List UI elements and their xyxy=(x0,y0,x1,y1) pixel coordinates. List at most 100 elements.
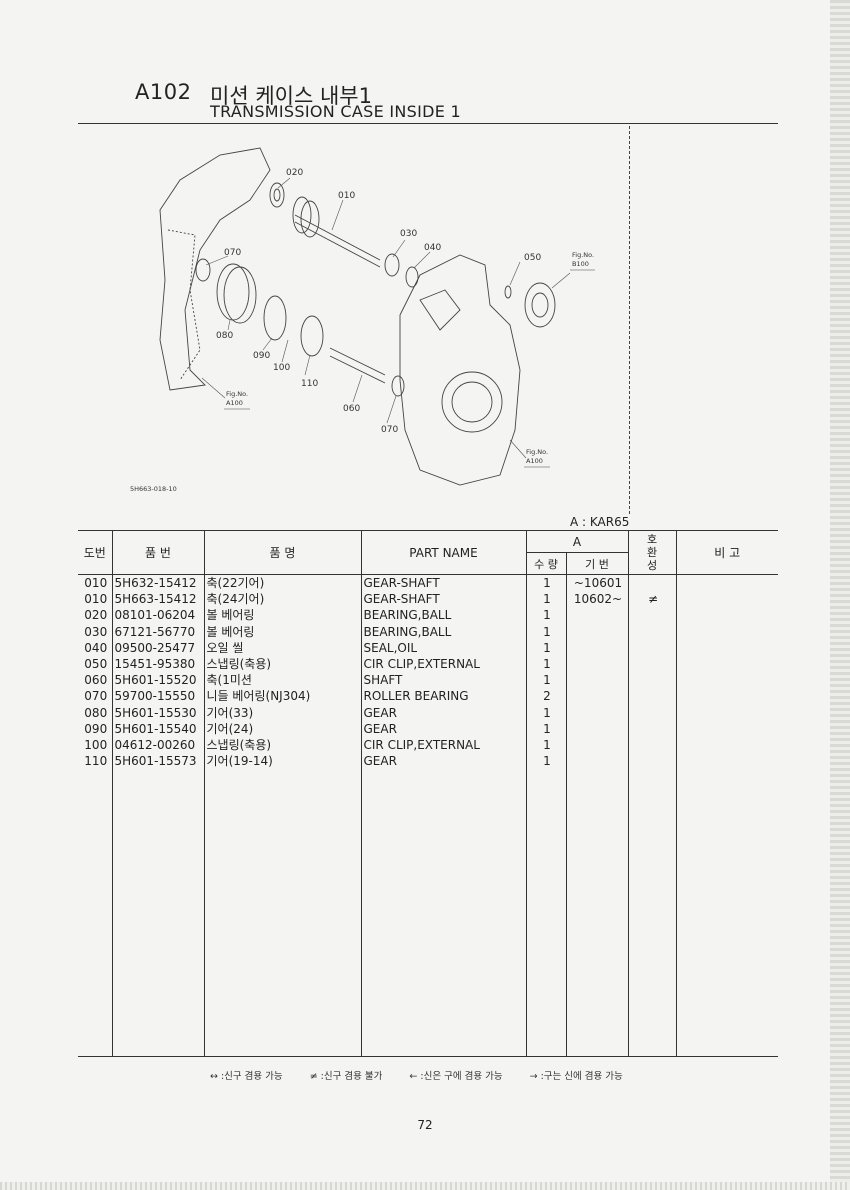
gear-080 xyxy=(216,263,250,321)
header-rule xyxy=(78,123,778,124)
cell-ref: 060 xyxy=(78,672,113,689)
callout-010: 010 xyxy=(338,191,355,201)
cell-name-ko: 스냅링(축용) xyxy=(203,655,362,673)
cell-part-no: 04612-00260 xyxy=(111,736,205,754)
header-ref: 도번 xyxy=(78,530,113,575)
gear-090 xyxy=(263,295,287,341)
model-label: A : KAR65 xyxy=(570,515,630,529)
cell-name-ko: 기어(33) xyxy=(203,704,362,721)
shaft-010 xyxy=(294,214,381,261)
cell-ref: 020 xyxy=(78,607,113,624)
fig-ref-a100-left-line1: Fig.No. xyxy=(226,390,248,398)
cell-name-ko: 기어(24) xyxy=(203,720,362,737)
blank-cell xyxy=(627,769,677,1058)
cell-part-no: 5H601-15520 xyxy=(111,672,205,689)
callout-030: 030 xyxy=(400,229,417,239)
header-remarks: 비 고 xyxy=(675,530,778,575)
cell-name-ko: 축(22기어) xyxy=(203,574,362,592)
cell-part-no: 67121-56770 xyxy=(111,623,205,640)
cell-part-no: 5H632-15412 xyxy=(111,574,205,592)
cell-part-name: SHAFT xyxy=(360,672,527,689)
exploded-parts-diagram: 020 010 030 040 050 070 080 090 100 110 … xyxy=(130,147,595,493)
cell-remarks xyxy=(675,704,778,721)
legend-item: ↔ :신구 겸용 가능 xyxy=(210,1071,283,1082)
cell-compat xyxy=(627,574,677,592)
cell-qty: 1 xyxy=(525,720,567,737)
cell-part-no: 5H601-15573 xyxy=(111,753,205,770)
cell-part-no: 5H601-15530 xyxy=(111,704,205,721)
cell-remarks xyxy=(675,639,778,656)
fig-ref-b100-line2: B100 xyxy=(572,260,589,268)
cell-name-ko: 오일 씰 xyxy=(203,639,362,656)
cell-part-no: 5H663-15412 xyxy=(111,591,205,608)
cell-remarks xyxy=(675,736,778,754)
cell-remarks xyxy=(675,688,778,705)
cell-serial xyxy=(565,688,629,705)
legend-item: → :구는 신에 겸용 가능 xyxy=(529,1071,623,1082)
cell-qty: 1 xyxy=(525,591,567,608)
scan-edge-bottom xyxy=(0,1182,850,1190)
cell-remarks xyxy=(675,623,778,640)
cell-qty: 1 xyxy=(525,672,567,689)
cell-ref: 010 xyxy=(78,574,113,592)
compatibility-legend: ↔ :신구 겸용 가능 ≠ :신구 겸용 불가 ← :신은 구에 겸용 가능 →… xyxy=(210,1068,647,1082)
bearing-020 xyxy=(269,182,285,208)
cell-serial xyxy=(565,736,629,754)
callout-070-right: 070 xyxy=(381,425,398,435)
blank-cell xyxy=(111,769,205,1058)
callout-020: 020 xyxy=(286,168,303,178)
fig-ref-a100-right-line1: Fig.No. xyxy=(526,448,548,456)
cell-serial xyxy=(565,607,629,624)
blank-cell xyxy=(675,769,778,1058)
cell-serial: 10602~ xyxy=(565,591,629,608)
cell-qty: 1 xyxy=(525,623,567,640)
callout-070: 070 xyxy=(224,248,241,258)
fig-ref-a100-left-line2: A100 xyxy=(226,399,243,407)
left-case-outline xyxy=(159,147,271,391)
cell-ref: 080 xyxy=(78,704,113,721)
cell-remarks xyxy=(675,672,778,689)
cell-remarks xyxy=(675,655,778,673)
seal-040 xyxy=(405,266,419,288)
bearing-b100 xyxy=(524,282,556,328)
callout-100: 100 xyxy=(273,363,290,373)
cell-part-no: 08101-06204 xyxy=(111,607,205,624)
cell-serial xyxy=(565,720,629,737)
cell-part-name: CIR CLIP,EXTERNAL xyxy=(360,655,527,673)
cell-compat xyxy=(627,639,677,656)
cell-compat xyxy=(627,704,677,721)
section-code: A102 xyxy=(135,80,192,104)
cell-serial xyxy=(565,623,629,640)
gear-110 xyxy=(300,315,324,357)
cell-part-name: SEAL,OIL xyxy=(360,639,527,656)
cell-qty: 1 xyxy=(525,574,567,592)
bearing-070-left xyxy=(195,258,211,282)
cell-ref: 010 xyxy=(78,591,113,608)
blank-cell xyxy=(203,769,362,1058)
cell-compat xyxy=(627,736,677,754)
cell-name-ko: 볼 베어링 xyxy=(203,607,362,624)
cell-part-name: GEAR xyxy=(360,720,527,737)
cell-ref: 050 xyxy=(78,655,113,673)
cell-qty: 2 xyxy=(525,688,567,705)
cell-qty: 1 xyxy=(525,704,567,721)
cell-qty: 1 xyxy=(525,639,567,656)
cell-part-name: ROLLER BEARING xyxy=(360,688,527,705)
cell-part-name: BEARING,BALL xyxy=(360,607,527,624)
legend-item: ← :신은 구에 겸용 가능 xyxy=(409,1071,503,1082)
callout-060: 060 xyxy=(343,404,360,414)
clip-050 xyxy=(504,285,512,299)
cell-compat: ≠ xyxy=(627,591,677,608)
blank-cell xyxy=(565,769,629,1058)
header-part-name: PART NAME xyxy=(360,530,527,575)
